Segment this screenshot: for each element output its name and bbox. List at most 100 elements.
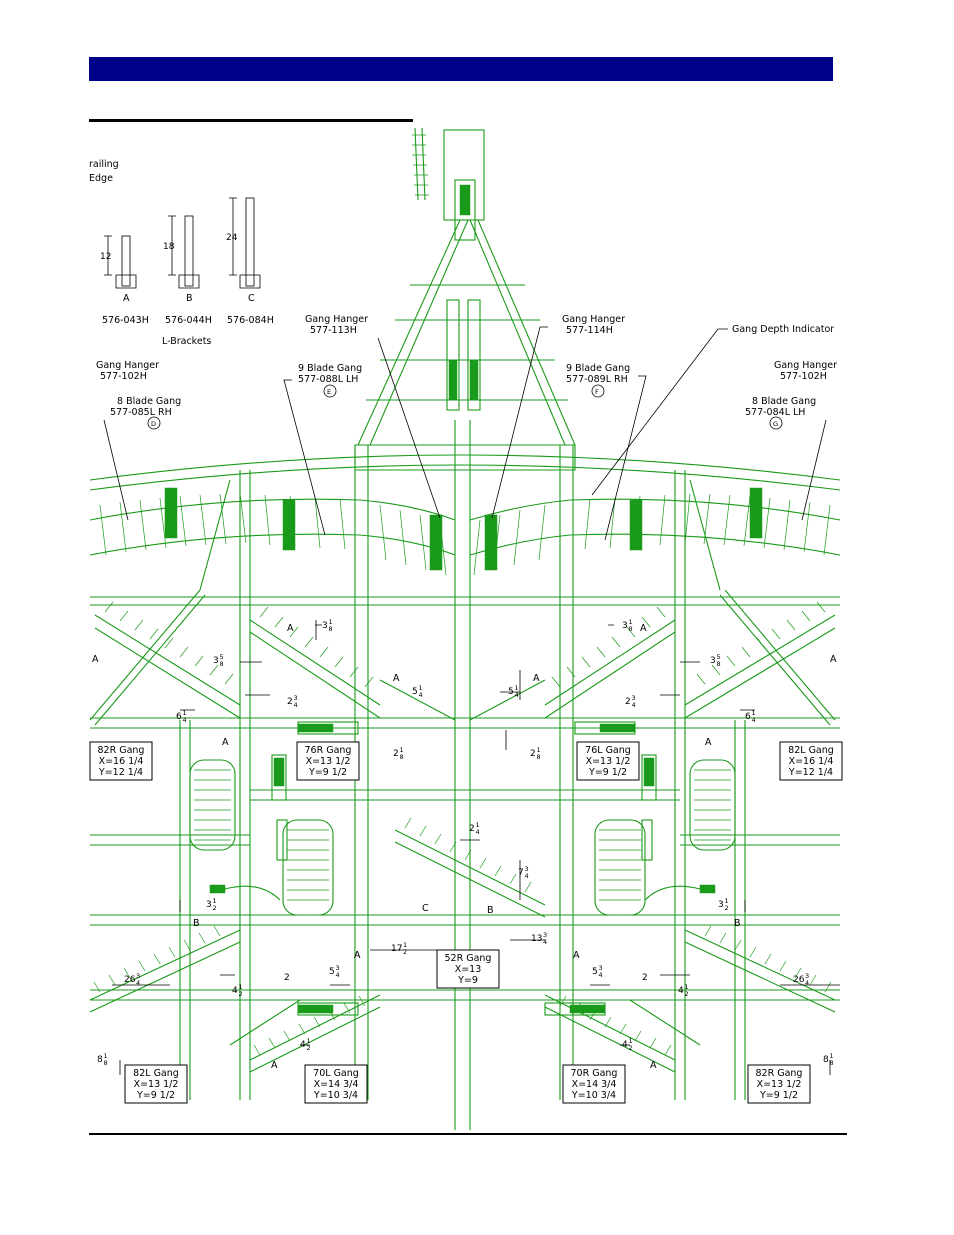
gang-box-name: 82R Gang: [756, 1068, 803, 1079]
hitch-block: [443, 129, 485, 221]
gang-box-x: X=13 1/2: [134, 1079, 179, 1090]
dim-whole: 26: [124, 975, 136, 985]
left-transport-tire: [189, 759, 334, 916]
dim-denominator: 8: [830, 1059, 834, 1067]
gang-box-x: X=14 3/4: [572, 1079, 617, 1090]
disc-gang-row-bottom: [89, 925, 836, 1073]
dim-numerator: 1: [685, 983, 689, 991]
dim-denominator: 8: [104, 1059, 108, 1067]
gang-box-y: Y=12 1/4: [788, 767, 833, 778]
trailing-edge-line2: Edge: [89, 173, 113, 184]
gang-box-name: 82L Gang: [788, 745, 834, 756]
dim-2-left: 2: [284, 973, 290, 983]
gang-hanger-left-title: Gang Hanger: [96, 360, 159, 371]
dim-denominator: 8: [329, 625, 333, 633]
letter-a-12: A: [650, 1060, 657, 1071]
dim-denominator: 4: [599, 971, 603, 979]
bracket-b-part: 576-044H: [165, 315, 212, 326]
dim-whole: 13: [531, 934, 542, 944]
gang-box-name: 76R Gang: [305, 745, 352, 756]
dim-numerator: 1: [239, 983, 243, 991]
gang-box-name: 82L Gang: [133, 1068, 179, 1079]
gang-hanger-113-title: Gang Hanger: [305, 314, 368, 325]
dim-whole: 3: [718, 900, 724, 910]
gang-hanger-114-title: Gang Hanger: [562, 314, 625, 325]
dim-whole: 3: [622, 621, 628, 631]
dim-denominator: 2: [725, 904, 729, 912]
dim-whole: 7: [518, 868, 524, 878]
dim-whole: 2: [287, 697, 293, 707]
dim-denominator: 4: [419, 691, 423, 699]
dim-numerator: 5: [220, 653, 224, 661]
dim-whole: 5: [412, 687, 418, 697]
dim-denominator: 4: [543, 938, 547, 946]
blade8-left-circle: D: [151, 420, 156, 428]
dim-numerator: 1: [537, 746, 541, 754]
dim-denominator: 4: [336, 971, 340, 979]
dim-numerator: 1: [830, 1052, 834, 1060]
blade9-left-circle: E: [327, 388, 331, 396]
dim-whole: 4: [622, 1040, 628, 1050]
footer-rule: [89, 1133, 847, 1135]
dim-denominator: 4: [515, 691, 519, 699]
dim-numerator: 3: [599, 964, 603, 972]
gang-box-y: Y=9: [457, 975, 478, 986]
gang-box-x: X=13 1/2: [306, 756, 351, 767]
dim-denominator: 8: [629, 625, 633, 633]
dim-denominator: 2: [213, 904, 217, 912]
gang-hanger-113-part: 577-113H: [310, 325, 357, 336]
disc-gang-row-top: [89, 487, 841, 576]
dim-whole: 3: [710, 656, 716, 666]
letter-a-10: A: [573, 950, 580, 961]
letter-a-8: A: [705, 737, 712, 748]
bracket-c-height: 24: [226, 233, 238, 243]
gang-hanger-left-part: 577-102H: [100, 371, 147, 382]
dim-numerator: 1: [213, 897, 217, 905]
dim-denominator: 8: [220, 660, 224, 668]
dim-numerator: 1: [183, 709, 187, 717]
blade8-left-title: 8 Blade Gang: [117, 396, 181, 407]
bracket-a-letter: A: [123, 293, 130, 304]
blade8-right-title: 8 Blade Gang: [752, 396, 816, 407]
dim-numerator: 1: [725, 897, 729, 905]
gang-box-x: X=13 1/2: [586, 756, 631, 767]
gang-box-x: X=16 1/4: [99, 756, 144, 767]
gang-box-y: Y=10 3/4: [571, 1090, 616, 1101]
right-transport-tire: [594, 759, 736, 916]
gang-box-y: Y=9 1/2: [588, 767, 627, 778]
gang-hanger-right-title: Gang Hanger: [774, 360, 837, 371]
gang-box-name: 52R Gang: [445, 953, 492, 964]
dim-denominator: 4: [136, 979, 140, 987]
dim-numerator: 1: [515, 684, 519, 692]
l-bracket-b: 18 B 576-044H: [163, 215, 212, 326]
dim-numerator: 3: [336, 964, 340, 972]
letter-b-2: B: [193, 918, 200, 929]
blade8-left-part: 577-085L RH: [110, 407, 172, 418]
dim-denominator: 2: [685, 990, 689, 998]
dim-2-right: 2: [642, 973, 648, 983]
bracket-a-height: 12: [100, 252, 111, 262]
dim-denominator: 8: [400, 753, 404, 761]
dim-numerator: 5: [717, 653, 721, 661]
dim-numerator: 3: [632, 694, 636, 702]
gang-box-name: 70L Gang: [313, 1068, 359, 1079]
dim-whole: 5: [329, 967, 335, 977]
dim-whole: 3: [213, 656, 219, 666]
dim-denominator: 2: [629, 1044, 633, 1052]
dim-whole: 8: [823, 1055, 829, 1065]
